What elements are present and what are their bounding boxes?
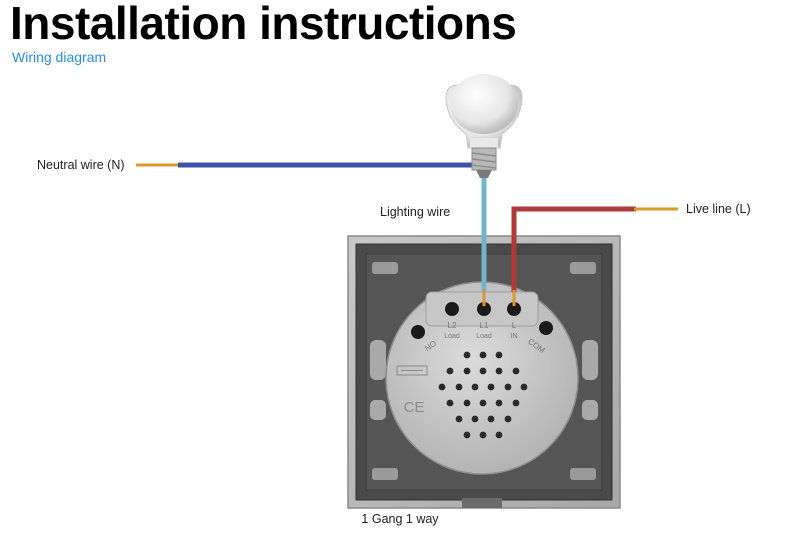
- vent-holes: [438, 351, 528, 439]
- terminal-l-hole: [507, 302, 521, 316]
- diagram-caption: 1 Gang 1 way: [361, 512, 439, 526]
- terminal-l2-sub: Load: [444, 333, 460, 340]
- neutral-wire-label: Neutral wire (N): [37, 158, 125, 172]
- terminal-no-hole: [411, 325, 425, 339]
- page-title: Installation instructions: [10, 0, 517, 49]
- terminal-l1-code: L1: [480, 321, 489, 330]
- terminal-l2-code: L2: [448, 321, 457, 330]
- terminal-l2-hole: [445, 302, 459, 316]
- page-subtitle: Wiring diagram: [12, 49, 107, 65]
- terminal-l1-sub: Load: [476, 333, 492, 340]
- switch-module: L2 Load L1 Load L IN NO COM CE: [385, 281, 579, 475]
- lighting-wire-label: Lighting wire: [380, 205, 451, 219]
- live-line-label: Live line (L): [686, 202, 751, 216]
- terminal-l-code: L: [512, 321, 517, 330]
- ce-mark: CE: [404, 399, 425, 416]
- live-wire: [511, 206, 678, 306]
- terminal-com-hole: [539, 321, 553, 335]
- terminal-l1-hole: [477, 302, 491, 316]
- terminal-l-sub: IN: [511, 333, 518, 340]
- light-bulb-icon: [445, 74, 523, 178]
